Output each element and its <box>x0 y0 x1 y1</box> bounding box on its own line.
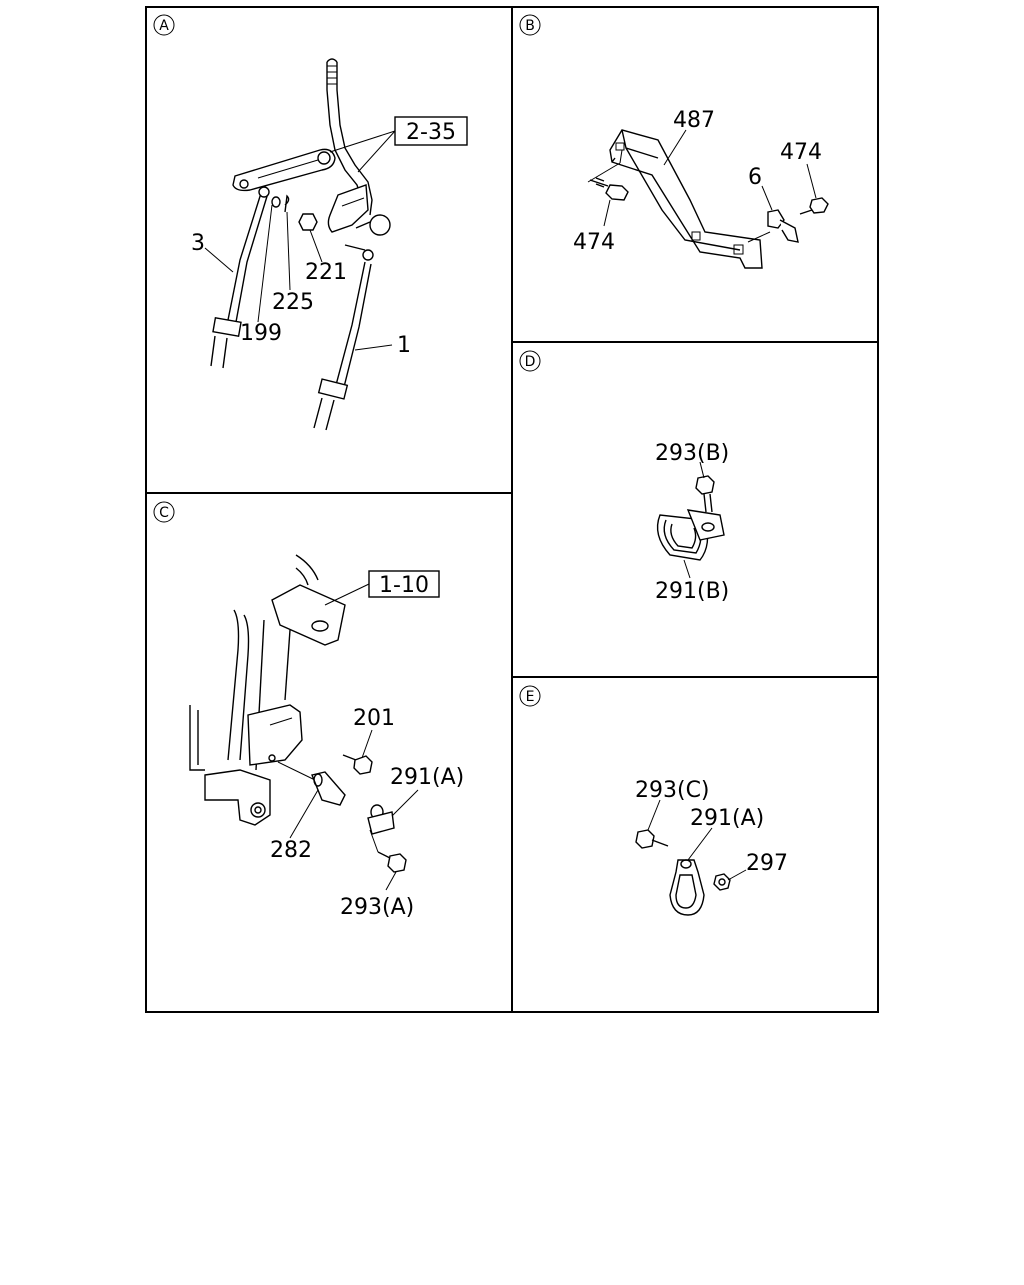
ref-box-2-35[interactable]: 2-35 <box>329 116 468 173</box>
panel-b-marker: B <box>519 14 541 36</box>
clamp-291b-drawing <box>656 475 725 561</box>
callout-291a: 291(A) <box>390 765 464 790</box>
bolt-474-right-drawing <box>799 197 829 215</box>
cable-3-drawing <box>210 186 270 369</box>
panel-c: C <box>153 501 464 920</box>
shift-lever-drawing <box>232 58 391 236</box>
clamp-291a-drawing <box>635 829 731 916</box>
panel-e-leaders <box>647 799 747 881</box>
callout-487: 487 <box>673 108 715 133</box>
callout-293c: 293(C) <box>635 778 710 803</box>
svg-text:C: C <box>159 505 169 521</box>
panel-d: D 293(B) 291(B) <box>519 350 729 604</box>
callout-291a-e: 291(A) <box>690 806 764 831</box>
callout-221: 221 <box>305 260 347 285</box>
panel-b-leaders <box>603 129 817 227</box>
callout-293a: 293(A) <box>340 895 414 920</box>
callout-293b: 293(B) <box>655 441 729 466</box>
callout-1: 1 <box>397 333 411 358</box>
frame-structure-drawing <box>189 554 346 826</box>
diagram-frame <box>145 6 879 1013</box>
svg-text:A: A <box>159 18 169 34</box>
bolt-474-left-drawing <box>587 149 629 201</box>
callout-201: 201 <box>353 706 395 731</box>
ref-box-1-10[interactable]: 1-10 <box>324 570 440 606</box>
callout-3: 3 <box>191 231 205 256</box>
callout-474-top: 474 <box>780 140 822 165</box>
callout-297: 297 <box>746 851 788 876</box>
bolt-201-drawing <box>342 754 373 775</box>
small-parts-drawing <box>271 194 374 261</box>
callout-291b: 291(B) <box>655 579 729 604</box>
panel-d-marker: D <box>519 350 541 372</box>
clip-6-drawing <box>747 209 799 243</box>
panel-c-leaders <box>289 729 419 891</box>
callout-225: 225 <box>272 290 314 315</box>
cable-1-drawing <box>313 261 372 431</box>
panel-e: E 293(C) 291(A) 297 <box>519 685 788 916</box>
svg-text:2-35: 2-35 <box>406 120 456 145</box>
panel-e-marker: E <box>519 685 541 707</box>
bracket-487-drawing <box>609 129 763 269</box>
callout-282: 282 <box>270 838 312 863</box>
panel-d-leaders <box>683 461 705 579</box>
bolt-293a-drawing <box>369 829 407 873</box>
callout-199: 199 <box>240 321 282 346</box>
panel-a-leaders <box>204 204 393 351</box>
svg-text:B: B <box>525 18 535 34</box>
svg-text:D: D <box>525 354 536 370</box>
svg-text:1-10: 1-10 <box>379 573 429 598</box>
panel-a-marker: A <box>153 14 175 36</box>
panel-b: B <box>519 14 829 269</box>
callout-474-left: 474 <box>573 230 615 255</box>
clip-282-drawing <box>277 761 395 835</box>
callout-6: 6 <box>748 165 762 190</box>
panel-a: A <box>153 14 468 431</box>
svg-text:E: E <box>526 689 535 705</box>
panel-c-marker: C <box>153 501 175 523</box>
